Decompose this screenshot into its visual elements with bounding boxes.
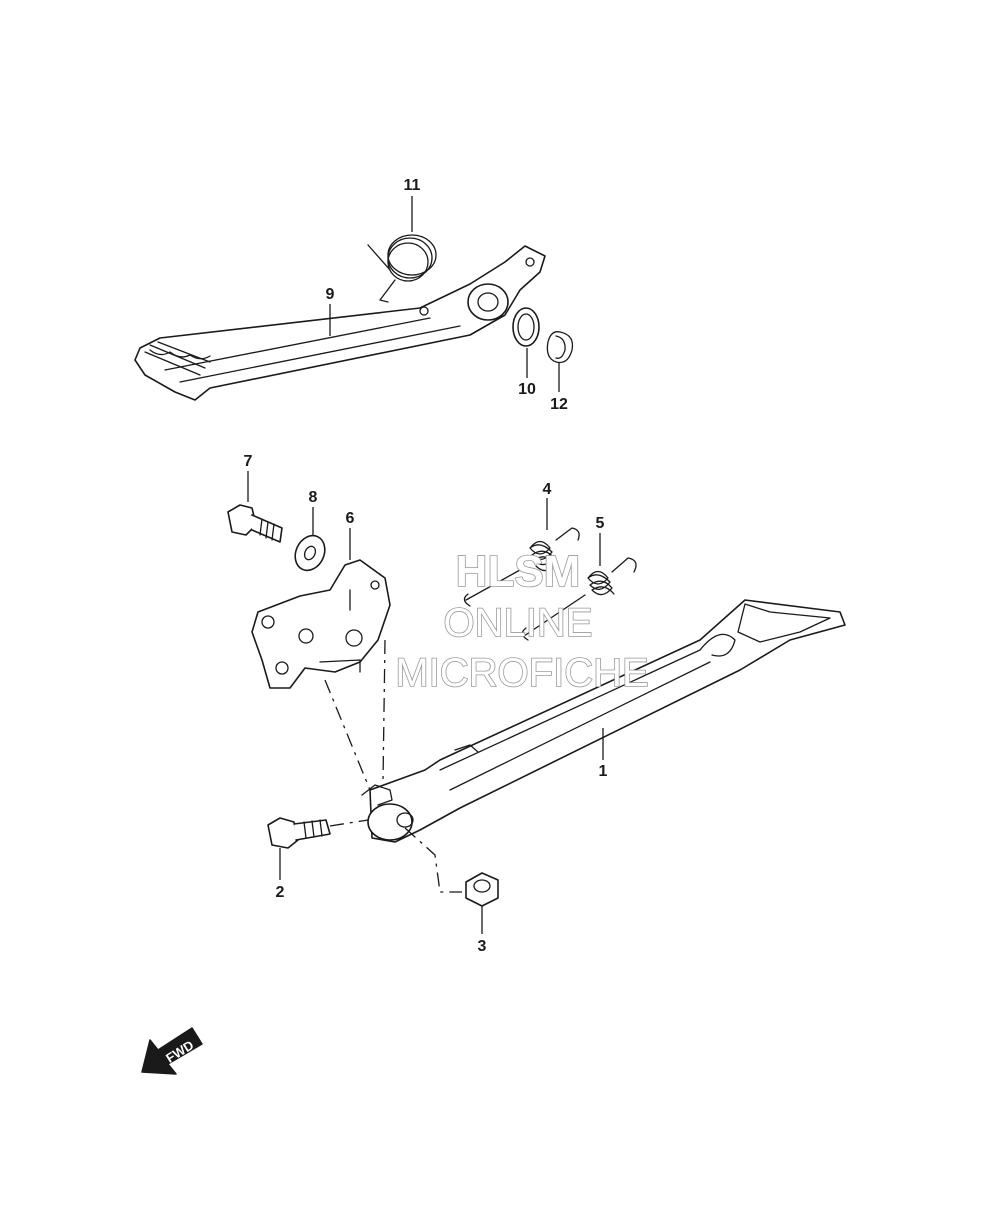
circlip[interactable] — [546, 331, 574, 364]
callout-1: 1 — [599, 763, 608, 780]
bolt-upper[interactable] — [227, 504, 283, 543]
stand-bracket[interactable] — [251, 559, 391, 689]
pivot-nut[interactable] — [465, 872, 499, 907]
watermark-line-3: MICROFICHE — [395, 651, 648, 695]
fwd-arrow: FWD — [141, 1027, 203, 1075]
callout-6: 6 — [346, 510, 355, 527]
callout-labels: 11 9 10 12 7 8 6 4 5 1 2 3 — [244, 177, 608, 955]
stand-spring-2[interactable] — [521, 557, 637, 641]
fwd-arrow-icon — [141, 1027, 203, 1075]
brake-pedal[interactable] — [134, 245, 546, 401]
stand-washer[interactable] — [290, 531, 331, 575]
stand-spring-1[interactable] — [463, 527, 580, 607]
callout-9: 9 — [326, 286, 335, 303]
pivot-bolt[interactable] — [267, 817, 331, 849]
callout-4: 4 — [543, 481, 552, 498]
callout-8: 8 — [309, 489, 318, 506]
callout-7: 7 — [244, 453, 253, 470]
assembly-guide-lines — [324, 639, 462, 893]
side-stand[interactable] — [361, 599, 846, 843]
watermark: HLSM ONLINE MICROFICHE — [395, 546, 650, 696]
callout-2: 2 — [276, 884, 285, 901]
watermark-line-2: ONLINE — [444, 601, 593, 645]
callout-3: 3 — [478, 938, 487, 955]
callout-leaders — [247, 196, 604, 934]
return-spring-coil[interactable] — [367, 234, 437, 303]
callout-11: 11 — [404, 177, 421, 194]
watermark-line-1: HLSM — [456, 547, 581, 596]
callout-12: 12 — [550, 396, 568, 413]
callout-10: 10 — [518, 381, 536, 398]
pedal-washer[interactable] — [512, 307, 540, 347]
callout-5: 5 — [596, 515, 605, 532]
